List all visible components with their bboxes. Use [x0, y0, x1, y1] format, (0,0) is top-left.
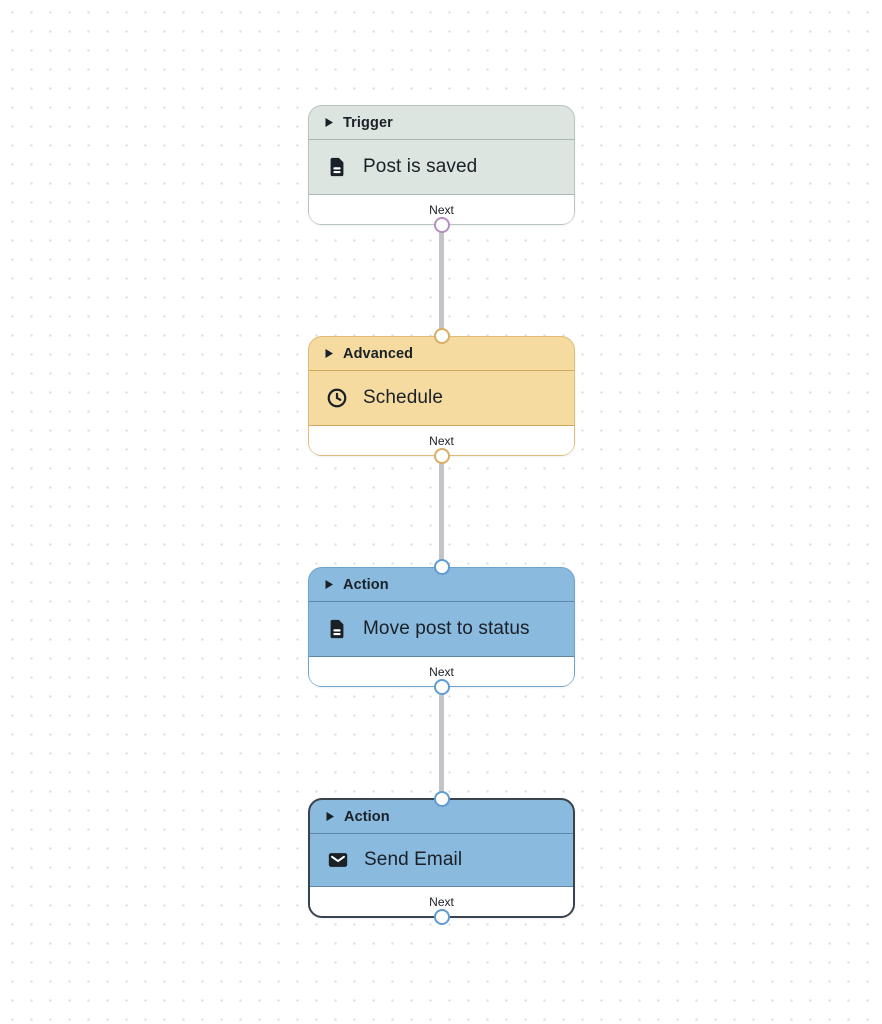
collapse-triangle-icon — [324, 579, 334, 590]
node-action-move-post-to-status[interactable]: Action Move post to status Next — [308, 559, 575, 695]
node-header-action[interactable]: Action — [309, 568, 574, 602]
node-title: Post is saved — [363, 156, 478, 177]
node-header-advanced[interactable]: Advanced — [309, 337, 574, 371]
next-label: Next — [429, 894, 454, 909]
edge-connector — [439, 225, 444, 336]
node-title: Schedule — [363, 387, 444, 408]
input-port[interactable] — [433, 559, 450, 575]
output-port[interactable] — [433, 448, 450, 464]
node-title: Move post to status — [363, 618, 530, 639]
node-header-trigger[interactable]: Trigger — [309, 106, 574, 140]
node-category-label: Trigger — [343, 114, 393, 131]
node-footer: Next — [310, 887, 573, 916]
input-port[interactable] — [433, 791, 450, 807]
node-advanced-schedule[interactable]: Advanced Schedule Next — [308, 328, 575, 464]
next-label: Next — [429, 202, 454, 217]
node-category-label: Action — [343, 576, 389, 593]
node-body[interactable]: Send Email — [310, 834, 573, 887]
input-port[interactable] — [433, 328, 450, 344]
node-action-send-email[interactable]: Action Send Email Next — [308, 791, 575, 925]
output-port[interactable] — [433, 909, 450, 925]
collapse-triangle-icon — [324, 348, 334, 359]
collapse-triangle-icon — [325, 811, 335, 822]
output-port[interactable] — [433, 217, 450, 233]
edge-connector — [439, 456, 444, 567]
document-icon — [326, 156, 348, 178]
node-title: Send Email — [364, 849, 463, 870]
email-icon — [327, 849, 349, 871]
node-category-label: Action — [344, 808, 390, 825]
document-icon — [326, 618, 348, 640]
node-body[interactable]: Post is saved — [309, 140, 574, 195]
node-body[interactable]: Move post to status — [309, 602, 574, 657]
clock-icon — [326, 387, 348, 409]
node-header-action[interactable]: Action — [310, 800, 573, 834]
output-port[interactable] — [433, 679, 450, 695]
next-label: Next — [429, 433, 454, 448]
node-category-label: Advanced — [343, 345, 414, 362]
collapse-triangle-icon — [324, 117, 334, 128]
edge-connector — [439, 687, 444, 798]
node-body[interactable]: Schedule — [309, 371, 574, 426]
node-trigger-post-is-saved[interactable]: Trigger Post is saved Next — [308, 105, 575, 233]
next-label: Next — [429, 664, 454, 679]
